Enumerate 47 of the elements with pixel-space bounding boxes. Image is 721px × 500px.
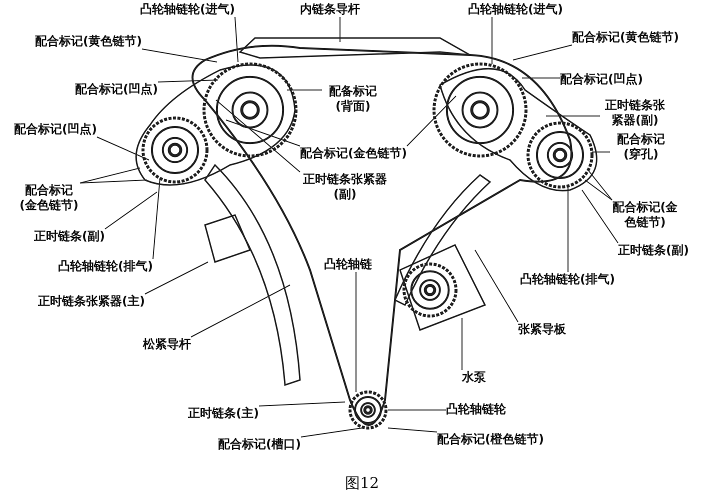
- callout-label: 正时链条(副): [34, 229, 105, 244]
- leader-line: [388, 428, 438, 432]
- callout-label: 配合标记(凹点): [14, 122, 97, 137]
- leader-line: [104, 192, 158, 230]
- callout-label: 配合标记(橙色链节): [437, 432, 544, 447]
- callout-label: 配合标记(槽口): [218, 437, 301, 452]
- callout-label: 配合标记(金色链节): [18, 183, 80, 213]
- leader-line: [96, 136, 150, 160]
- leader-line: [152, 178, 160, 260]
- callout-label: 内链条导杆: [300, 2, 360, 17]
- leader-line: [406, 96, 456, 146]
- callout-label: 正时链条张紧器(副): [300, 172, 390, 202]
- leader-line: [190, 284, 290, 338]
- callout-label: 凸轮轴链轮(排气): [58, 259, 153, 274]
- leader-line: [80, 180, 148, 184]
- leader-line: [141, 48, 218, 62]
- callout-label: 配合标记(黄色链节): [35, 34, 142, 49]
- callout-label: 松紧导杆: [143, 337, 191, 352]
- callout-label: 凸轮轴链: [324, 257, 372, 272]
- callout-label: 凸轮轴链轮(进气): [140, 2, 235, 17]
- callout-label: 水泵: [462, 370, 486, 385]
- callout-label: 配合标记(凹点): [560, 72, 643, 87]
- callout-label: 配合标记(凹点): [75, 82, 158, 97]
- callout-label: 正时链条(主): [188, 406, 259, 421]
- leader-line: [582, 190, 618, 244]
- leader-line: [474, 250, 518, 322]
- callout-label: 正时链条(副): [618, 243, 689, 258]
- callout-label: 配合标记(黄色链节): [572, 30, 679, 45]
- leader-line: [512, 44, 572, 60]
- callout-label: 凸轮轴链轮: [446, 402, 506, 417]
- callout-label: 凸轮轴链轮(进气): [468, 2, 563, 17]
- leader-line: [216, 100, 300, 172]
- leader-line: [157, 80, 218, 82]
- leader-line: [234, 16, 238, 62]
- leader-line: [144, 262, 208, 294]
- leader-line: [584, 180, 612, 200]
- leader-line: [80, 168, 140, 184]
- figure-caption: 图12: [345, 474, 380, 493]
- leader-line: [226, 120, 300, 146]
- callout-label: 正时链条张紧器(主): [38, 294, 145, 309]
- callout-label: 配合标记(金色链节): [300, 146, 407, 161]
- leader-line: [258, 402, 346, 406]
- callout-label: 张紧导板: [518, 322, 566, 337]
- leader-line: [300, 428, 362, 438]
- callout-label: 凸轮轴链轮(排气): [520, 272, 615, 287]
- callout-label: 配合标记(金色链节): [612, 200, 678, 230]
- leader-line: [588, 170, 612, 200]
